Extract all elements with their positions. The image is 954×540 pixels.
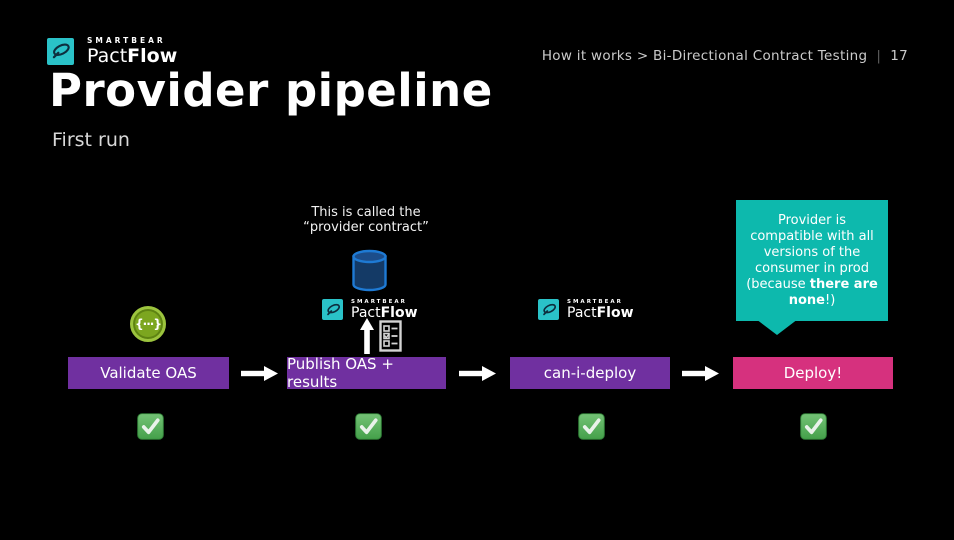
provider-contract-annotation: This is called the “provider contract” [256, 205, 476, 235]
smartbear-wordmark: SMARTBEAR [351, 299, 407, 305]
breadcrumb-text: How it works > Bi-Directional Contract T… [541, 48, 868, 64]
step-deploy: Deploy! [733, 357, 893, 389]
pactflow-wordmark: PactFlow [87, 45, 178, 67]
page-number: 17 [890, 48, 908, 64]
openapi-glyph: {···} [135, 317, 162, 331]
database-icon [351, 249, 388, 296]
callout-text: Provider is compatible with all versions… [746, 213, 874, 292]
callout-tail [756, 319, 798, 335]
annotation-line2: “provider contract” [303, 220, 429, 235]
check-mark-icon [355, 413, 382, 444]
step-can-i-deploy: can-i-deploy [510, 357, 670, 389]
pactflow-logo: SMARTBEAR PactFlow [538, 299, 634, 320]
smartbear-wordmark: SMARTBEAR [87, 36, 166, 45]
arrow-right-icon [682, 366, 719, 385]
pactflow-logo: SMARTBEAR PactFlow [47, 36, 177, 66]
annotation-line1: This is called the [311, 205, 421, 220]
smartbear-wordmark: SMARTBEAR [567, 299, 623, 305]
pactflow-logo: SMARTBEAR PactFlow [322, 299, 418, 320]
check-mark-icon [578, 413, 605, 444]
smartbear-icon [47, 37, 74, 65]
page-title: Provider pipeline [49, 64, 493, 117]
openapi-icon: {···} [130, 306, 166, 342]
arrow-right-icon [241, 366, 278, 385]
pactflow-wordmark: PactFlow [567, 305, 634, 321]
breadcrumb-separator: | [876, 48, 882, 64]
pactflow-wordmark: PactFlow [351, 305, 418, 321]
arrow-right-icon [459, 366, 496, 385]
checklist-icon [379, 320, 402, 356]
callout-text-bold: there are none [788, 277, 878, 308]
smartbear-icon [538, 299, 559, 320]
smartbear-icon [322, 299, 343, 320]
check-mark-icon [800, 413, 827, 444]
page-subtitle: First run [52, 129, 130, 151]
breadcrumb: How it works > Bi-Directional Contract T… [542, 48, 908, 64]
arrow-up-icon [360, 318, 374, 358]
check-mark-icon [137, 413, 164, 444]
step-validate-oas: Validate OAS [68, 357, 229, 389]
callout-bubble: Provider is compatible with all versions… [736, 200, 888, 321]
step-publish-oas-results: Publish OAS + results [287, 355, 446, 391]
callout-text-end: !) [824, 293, 836, 308]
